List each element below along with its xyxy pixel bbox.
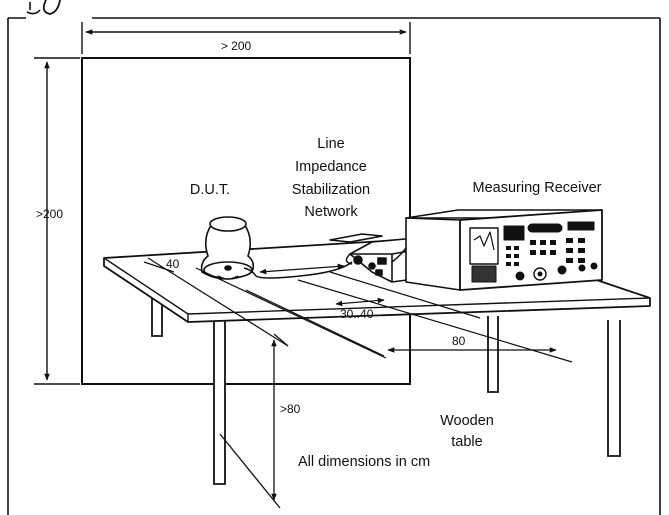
lisn-label-line4: Network: [304, 204, 358, 220]
figure-frame: [7, 17, 661, 515]
dimensions-note: All dimensions in cm: [298, 454, 430, 470]
cropped-title-fragment: [26, 0, 61, 15]
plane-height-dimension: [34, 57, 80, 385]
wooden-table-label-line2: table: [451, 434, 482, 450]
wooden-table-label-line1: Wooden: [440, 413, 494, 429]
dut-distance-label: 40: [166, 257, 180, 271]
plane-width-label: > 200: [221, 39, 252, 53]
lisn-label-line3: Stabilization: [292, 182, 370, 198]
lisn-distance-label: 30..40: [340, 307, 374, 321]
receiver-label: Measuring Receiver: [473, 180, 602, 196]
plane-height-label: >200: [36, 207, 63, 221]
table-height-label: >80: [280, 402, 301, 416]
table-edge-distance-label: 80: [452, 334, 466, 348]
plane-width-dimension: [81, 22, 411, 54]
vertical-reference-plane: [81, 57, 411, 385]
dut-label: D.U.T.: [190, 182, 230, 198]
lisn-label-line1: Line: [317, 136, 344, 152]
table-height-dimension: [219, 333, 289, 509]
dut-device: [200, 216, 255, 280]
table-dimension-lines: [143, 257, 573, 363]
measuring-receiver: [405, 209, 603, 291]
lisn-label-line2: Impedance: [295, 159, 367, 175]
